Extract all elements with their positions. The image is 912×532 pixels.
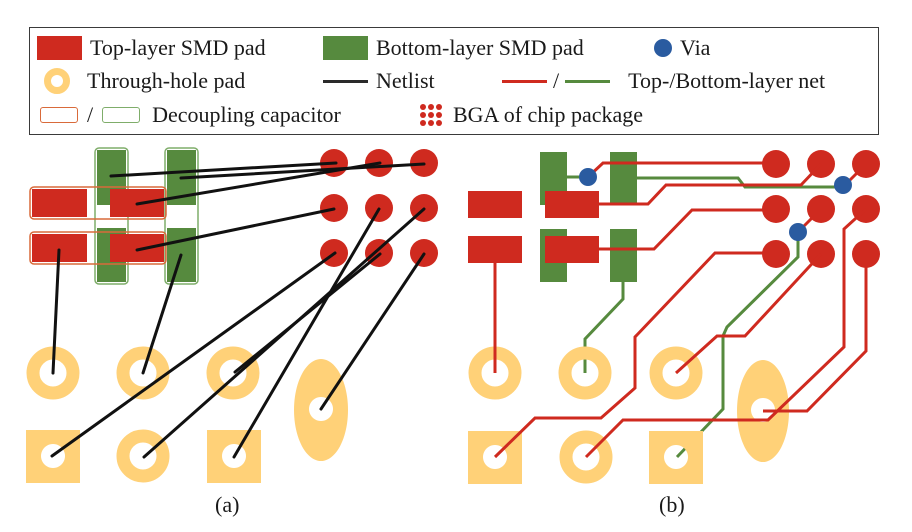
legend-separator: / [87,102,94,127]
decap-top-outline [29,186,167,220]
through-hole-pad [116,346,170,400]
legend-item-top-bottom-net: / Top-/Bottom-layer net [502,68,825,94]
bottom-smd-pad-swatch-icon [323,36,368,60]
legend-label: Through-hole pad [87,68,246,93]
legend-item-netlist: Netlist [323,68,435,94]
bga-dots-icon [420,104,442,126]
top-smd-pad [110,234,164,262]
legend-label: Netlist [376,68,435,93]
bottom-smd-pad [610,152,637,205]
legend-label: Via [680,35,711,60]
legend-item-top-smd-pad: Top-layer SMD pad [37,35,266,61]
bottom-net [637,176,843,189]
legend-label: Bottom-layer SMD pad [376,35,584,60]
decap-top-outline-icon [40,107,78,123]
through-hole-pads [468,346,790,484]
netlist-line [109,161,338,178]
netlist-line [319,252,426,411]
legend-item-through-hole-pad: Through-hole pad [44,68,245,94]
via [834,176,852,194]
through-hole-pad-oval [294,359,349,462]
top-net [599,162,823,206]
bottom-layer-nets [567,175,843,459]
through-hole-pad [649,346,703,400]
netlist-line [135,161,382,206]
top-net [674,252,823,375]
via [579,168,597,186]
netlist-line [135,207,336,252]
netlist-line [50,251,337,458]
decap-bottom-outline [164,147,199,285]
through-hole-pad [206,346,260,400]
legend-item-via: Via [654,35,710,61]
top-net-line-icon [502,79,547,83]
through-hole-pad-oval [737,360,790,463]
top-smd-pad [32,189,87,217]
bottom-net [675,232,800,459]
top-layer-nets [493,161,868,459]
through-hole-pad [558,346,612,400]
top-net [493,251,776,459]
through-hole-pad-square [26,430,80,483]
netlist-line [141,253,183,375]
vias [579,168,852,241]
netlist-line [51,248,61,375]
through-hole-pad-square [207,430,261,483]
netlist-line-icon [323,79,368,83]
decap-top-outline [29,231,167,265]
through-hole-pad [559,430,613,484]
panel-b [468,150,880,484]
top-smd-pad [545,236,599,263]
legend-item-bga: BGA of chip package [419,102,643,128]
legend-item-bottom-smd-pad: Bottom-layer SMD pad [323,35,584,61]
through-hole-pads [26,346,349,483]
top-net [599,208,776,251]
legend-label: Top-layer SMD pad [90,35,266,60]
top-smd-pad [545,191,599,218]
netlist-line [179,162,426,180]
through-hole-pad-square [649,431,703,484]
bottom-smd-pad [610,229,637,282]
top-smd-pad [468,236,522,263]
legend-separator: / [553,68,560,93]
caption-panel-b: (b) [659,492,685,517]
legend-label: BGA of chip package [453,102,643,127]
netlist-line [142,207,426,459]
top-smd-pad-swatch-icon [37,36,82,60]
legend-label: Decoupling capacitor [152,102,341,127]
netlist-lines [50,161,426,459]
via-swatch-icon [654,39,672,57]
top-net [584,207,868,459]
panel-a [26,147,438,483]
through-hole-pad [116,429,170,483]
through-hole-pad-swatch-icon [44,68,70,94]
legend-box: Top-layer SMD pad Bottom-layer SMD pad V… [29,27,879,135]
caption-panel-a: (a) [215,492,240,517]
legend-label: Top-/Bottom-layer net [628,68,826,93]
decap-bottom-outline-icon [102,107,141,123]
via [789,223,807,241]
netlist-line [232,207,381,459]
bottom-net-line-icon [565,79,611,83]
top-net [763,254,868,413]
legend-item-decoupling-capacitor: / Decoupling capacitor [40,102,341,128]
top-smd-pad [468,191,522,218]
